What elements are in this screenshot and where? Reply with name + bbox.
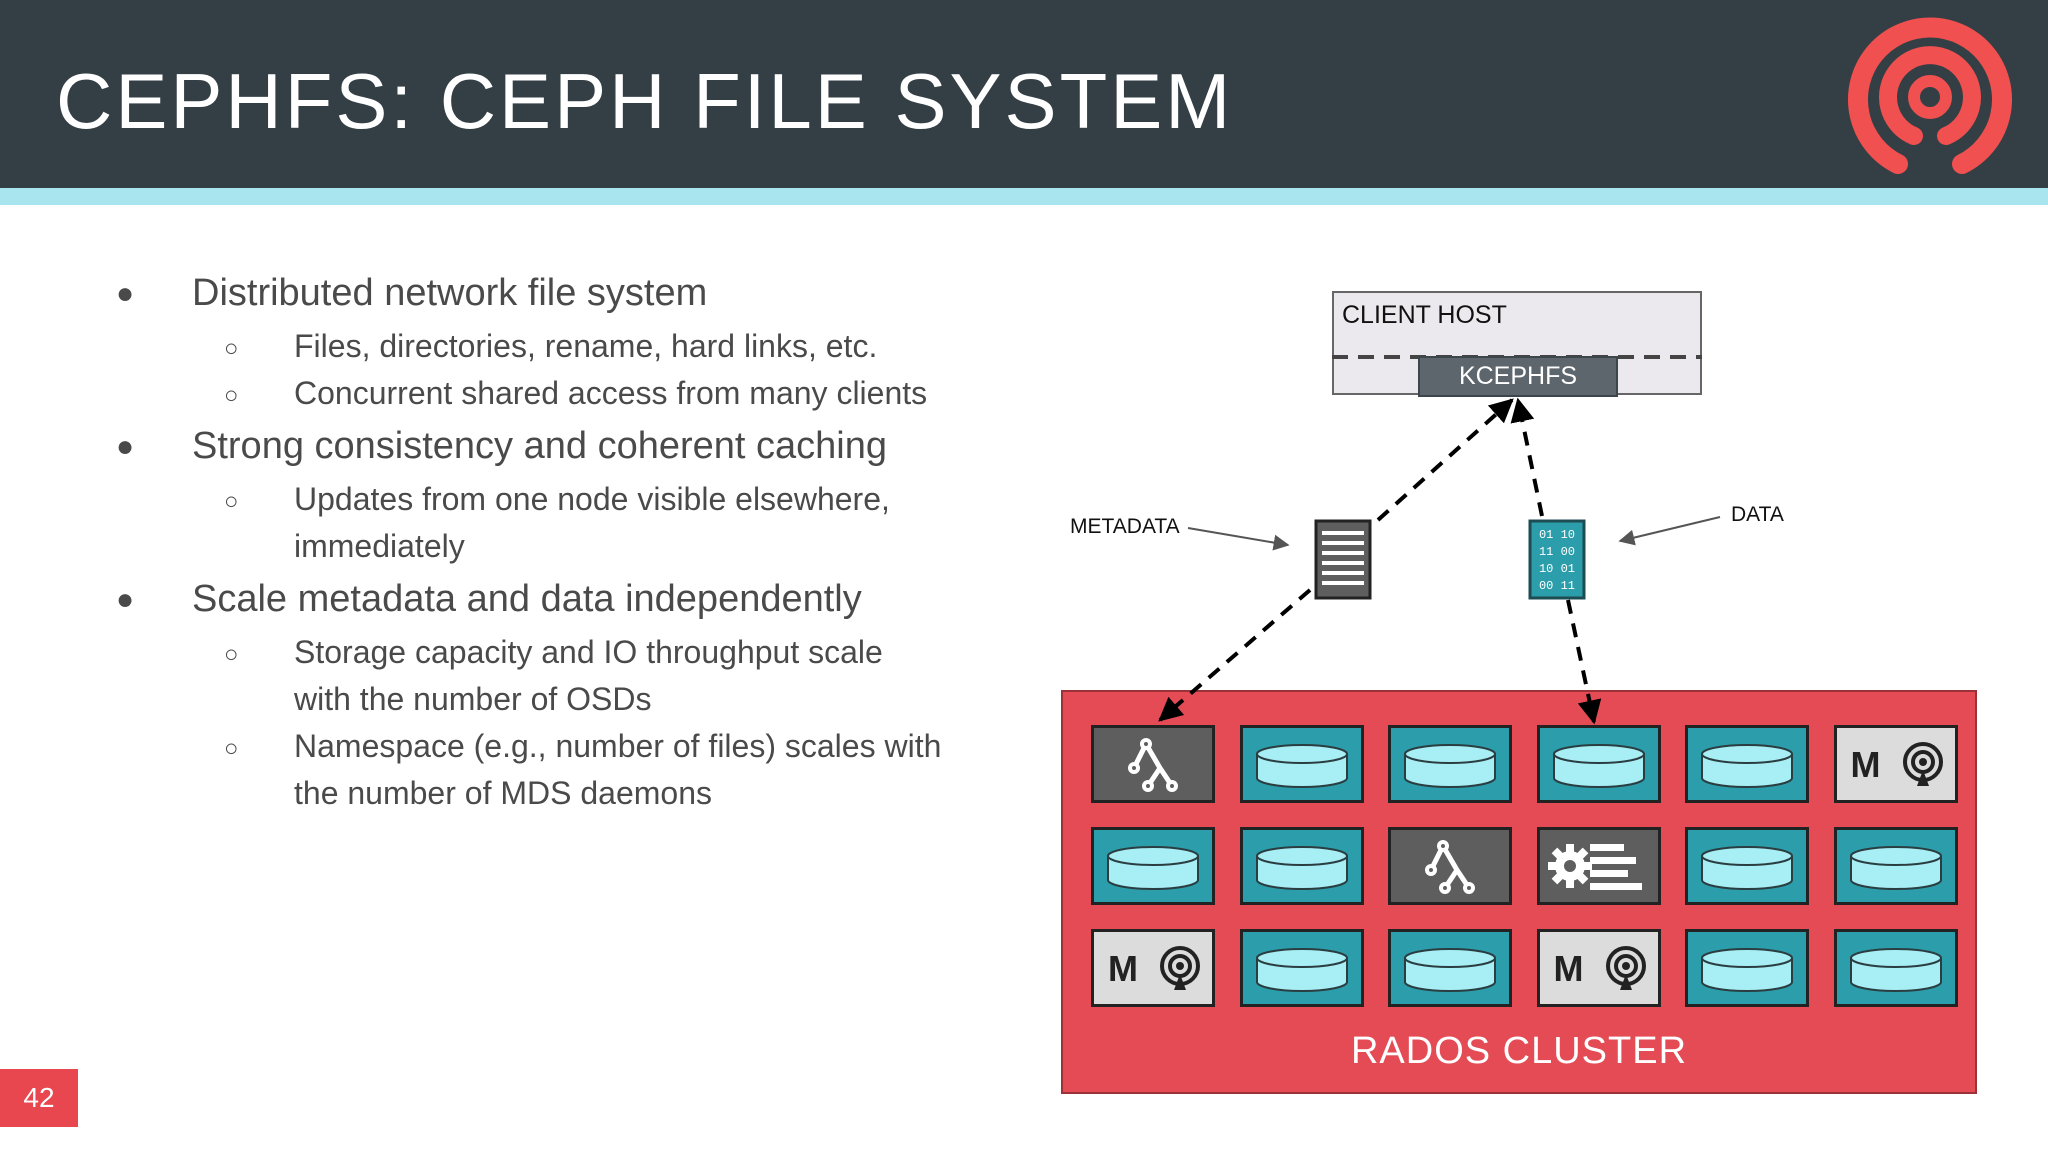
disk-cylinder-icon — [1404, 948, 1496, 992]
mds-node — [1091, 725, 1215, 803]
data-bits: 01 10 11 00 10 01 00 11 — [1534, 527, 1580, 595]
disk-cylinder-icon — [1552, 744, 1645, 788]
metadata-pointer — [1187, 527, 1290, 551]
osd-disk-node — [1388, 929, 1512, 1007]
sub-bullet-text: Concurrent shared access from many clien… — [294, 375, 928, 411]
rados-cluster-label: RADOS CLUSTER — [1350, 1030, 1688, 1072]
bullet-list: ● Distributed network file system ○ Files,… — [116, 270, 946, 817]
data-bit-row: 00 11 — [1538, 579, 1575, 593]
osd-disk-node — [1833, 929, 1958, 1007]
osd-disk-node — [1239, 725, 1364, 803]
data-label: DATA — [1731, 503, 1784, 526]
osd-disk-node — [1091, 827, 1215, 905]
bullet-dot-icon: ● — [116, 430, 135, 463]
disk-cylinder-icon — [1255, 744, 1348, 788]
mds-tree-icon — [1425, 840, 1475, 894]
sub-bullet-item: ○ Storage capacity and IO throughput scal… — [116, 629, 946, 723]
mds-node — [1388, 827, 1512, 905]
header-bar — [0, 0, 2048, 188]
bullet-text: Strong consistency and coherent caching — [192, 425, 887, 467]
disk-cylinder-icon — [1404, 744, 1496, 788]
osd-disk-node — [1833, 827, 1958, 905]
osd-disk-node — [1685, 929, 1809, 1007]
bullet-item: ● Strong consistency and coherent caching — [116, 423, 946, 470]
data-bit-row: 10 01 — [1538, 562, 1575, 576]
monitor-letter: M — [1553, 948, 1584, 989]
disk-cylinder-icon — [1255, 948, 1348, 992]
disk-cylinder-icon — [1255, 846, 1348, 890]
sub-bullet-circle-icon: ○ — [224, 335, 239, 362]
disk-cylinder-icon — [1107, 846, 1199, 890]
data-bit-row: 01 10 — [1538, 528, 1575, 542]
mds-tree-icon — [1128, 738, 1178, 792]
data-arrow — [1510, 397, 1544, 517]
data-block-icon — [1528, 519, 1586, 600]
osd-disk-node — [1536, 725, 1661, 803]
header-accent-stripe — [0, 188, 2048, 205]
osd-disk-node — [1239, 929, 1364, 1007]
sub-bullet-circle-icon: ○ — [224, 735, 239, 762]
page-number-badge: 42 — [0, 1069, 78, 1127]
sub-bullet-circle-icon: ○ — [224, 488, 239, 515]
monitor-antenna-icon — [1160, 946, 1200, 990]
bullet-item: ● Distributed network file system — [116, 270, 946, 317]
disk-cylinder-icon — [1849, 846, 1942, 890]
monitor-letter: M — [1850, 744, 1881, 785]
disk-cylinder-icon — [1701, 846, 1793, 890]
osd-disk-node — [1388, 725, 1512, 803]
monitor-node: M — [1833, 725, 1958, 803]
sub-bullet-text: Updates from one node visible elsewhere,… — [294, 481, 890, 564]
sub-bullet-text: Namespace (e.g., number of files) scales… — [294, 728, 942, 811]
sub-bullet-item: ○ Namespace (e.g., number of files) scale… — [116, 723, 946, 817]
osd-disk-node — [1239, 827, 1364, 905]
bullet-text: Distributed network file system — [192, 272, 708, 314]
sub-bullet-text: Storage capacity and IO throughput scale… — [294, 634, 883, 717]
sub-bullet-text: Files, directories, rename, hard links, … — [294, 328, 878, 364]
osd-disk-node — [1685, 725, 1809, 803]
sub-bullet-item: ○ Updates from one node visible elsewhere… — [116, 476, 946, 570]
sub-bullet-circle-icon: ○ — [224, 382, 239, 409]
monitor-node: M — [1091, 929, 1215, 1007]
sub-bullet-item: ○ Concurrent shared access from many clie… — [116, 370, 946, 417]
metadata-document-icon — [1314, 519, 1372, 600]
bullet-dot-icon: ● — [116, 583, 135, 616]
monitor-node: M — [1536, 929, 1661, 1007]
sub-bullet-circle-icon: ○ — [224, 641, 239, 668]
manager-gear-icon — [1547, 844, 1642, 890]
bullet-dot-icon: ● — [116, 277, 135, 310]
sub-bullet-item: ○ Files, directories, rename, hard links,… — [116, 323, 946, 370]
osd-disk-node — [1685, 827, 1809, 905]
bullet-item: ● Scale metadata and data independently — [116, 576, 946, 623]
manager-node — [1536, 827, 1661, 905]
data-arrow — [1566, 599, 1602, 725]
metadata-arrow — [1158, 588, 1312, 722]
client-host-label: CLIENT HOST — [1342, 301, 1507, 329]
disk-cylinder-icon — [1701, 948, 1793, 992]
metadata-label: METADATA — [1070, 515, 1180, 538]
monitor-antenna-icon — [1902, 742, 1943, 786]
slide-title: CEPHFS: CEPH FILE SYSTEM — [56, 57, 1234, 145]
monitor-antenna-icon — [1605, 946, 1646, 990]
bullet-text: Scale metadata and data independently — [192, 578, 862, 620]
kcephfs-box: KCEPHFS — [1418, 356, 1618, 397]
ceph-logo-icon — [1840, 14, 2020, 183]
monitor-letter: M — [1108, 948, 1138, 989]
disk-cylinder-icon — [1701, 744, 1793, 788]
data-bit-row: 11 00 — [1538, 545, 1575, 559]
disk-cylinder-icon — [1849, 948, 1942, 992]
metadata-arrow — [1376, 398, 1514, 522]
data-pointer — [1618, 516, 1721, 546]
